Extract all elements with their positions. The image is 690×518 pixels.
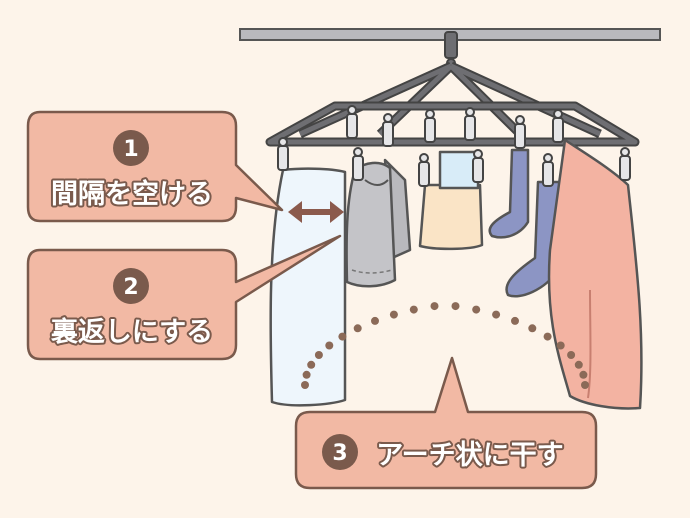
arch-dot — [325, 341, 334, 350]
badge-2 — [113, 268, 149, 304]
callout-3-label: アーチ状に干す — [376, 440, 563, 471]
hanger-frame — [265, 61, 640, 147]
badge-1-number: 1 — [123, 137, 138, 162]
badge-2-number: 2 — [123, 275, 138, 300]
arch-dot — [353, 324, 362, 333]
badge-3-number: 3 — [332, 441, 347, 466]
cream-cloth — [418, 183, 484, 251]
arch-dot — [314, 351, 323, 359]
clothespin-icon — [277, 105, 631, 187]
arch-dot — [492, 310, 501, 319]
arch-dot — [307, 360, 316, 369]
arch-dot — [567, 351, 576, 359]
arch-dot — [472, 305, 481, 314]
arch-dot — [543, 332, 552, 341]
arch-dot — [338, 332, 347, 341]
badge-1 — [113, 130, 149, 166]
arch-dots — [301, 302, 589, 389]
arch-dot — [371, 316, 379, 325]
hanger-hook-icon — [444, 31, 458, 68]
arch-dot — [528, 324, 537, 333]
sock-1 — [488, 148, 530, 239]
arch-dot — [574, 360, 583, 369]
callout-2-label: 裏返しにする — [50, 316, 213, 348]
badge-3 — [322, 434, 358, 470]
callout-1-label: 間隔を空ける — [51, 178, 213, 210]
arch-dot — [430, 302, 439, 311]
arch-dot — [301, 381, 309, 389]
arch-dot — [579, 370, 588, 379]
callout-2: 2 裏返しにする — [26, 234, 342, 361]
callout-3: 3 アーチ状に干す — [294, 356, 598, 490]
double-arrow-icon — [288, 201, 344, 223]
arch-dot — [409, 305, 418, 314]
arch-dot — [556, 341, 565, 350]
arch-dot — [581, 381, 589, 389]
arch-dot — [389, 310, 398, 319]
arch-dot — [451, 302, 460, 311]
blue-handkerchief — [438, 150, 480, 190]
arch-dot — [302, 370, 311, 379]
arch-dot — [511, 316, 519, 325]
callout-1: 1 間隔を空ける — [26, 110, 284, 223]
grey-shirt — [345, 158, 412, 288]
